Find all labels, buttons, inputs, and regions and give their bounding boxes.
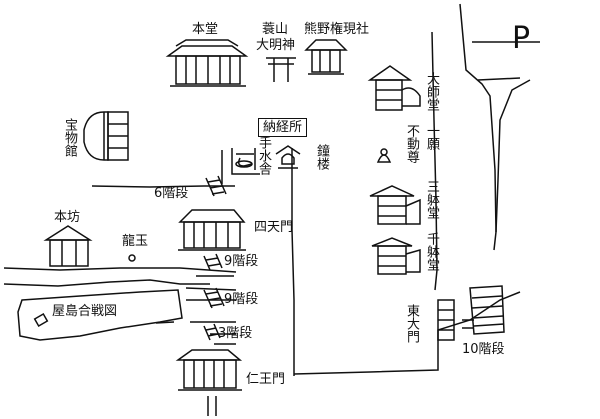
shoro-icon — [275, 145, 301, 169]
label-parking: P — [512, 21, 531, 56]
main-road-left-edge — [431, 31, 438, 291]
label-daimyojin: 大明神 — [256, 38, 296, 53]
label-sanmaido: 三躰堂 — [424, 180, 439, 219]
parking-lines — [472, 41, 540, 81]
label-shitenmon: 四天門 — [254, 220, 294, 235]
label-ichigan: 一願 — [424, 124, 439, 150]
honbo-building — [43, 225, 93, 267]
label-kumano: 熊野権現社 — [304, 22, 370, 37]
sanmaido-building — [369, 185, 421, 225]
label-ryugyoku: 龍玉 — [122, 234, 149, 249]
stairs-3 — [203, 323, 221, 341]
label-yashima: 屋島合戦図 — [52, 304, 118, 319]
higashi-daimon-building — [437, 299, 455, 341]
label-honbo: 本坊 — [54, 210, 81, 225]
dash-path-1 — [155, 321, 236, 324]
label-daishido: 大師堂 — [424, 72, 439, 111]
left-road-top — [3, 267, 237, 273]
label-step10: 10階段 — [462, 342, 505, 357]
niomon-building — [175, 349, 243, 416]
label-mozan: 蓑山 — [262, 22, 289, 37]
label-nokyosho: 納経所 — [258, 118, 308, 137]
torii-icon — [266, 57, 296, 82]
label-niomon: 仁王門 — [246, 372, 286, 387]
ryugyoku-icon — [128, 254, 136, 262]
road-lines — [3, 3, 531, 376]
stairs-6 — [205, 175, 227, 197]
shitenmon-building — [178, 209, 246, 251]
label-step6: 6階段 — [154, 186, 189, 201]
approach-right-edge — [291, 148, 295, 376]
parking-area — [472, 41, 540, 81]
yashima-marker — [33, 313, 49, 327]
kumano-shrine — [304, 39, 348, 75]
label-step9b: 9階段 — [224, 292, 259, 307]
main-road-right-edge — [459, 3, 497, 251]
yashima-area — [17, 289, 183, 341]
label-homotsukan: 宝物館 — [62, 118, 77, 157]
homotsukan-building — [83, 111, 129, 161]
parking-edge — [495, 79, 531, 233]
label-higashi-daimon: 東大門 — [404, 304, 419, 343]
temizusha-icon — [235, 153, 254, 168]
senmaido-building — [371, 237, 421, 275]
stairs-9b — [203, 287, 225, 309]
left-road-bottom — [3, 279, 210, 287]
stairs-9a — [203, 253, 223, 271]
daishido-building — [367, 65, 421, 111]
label-fudoson: 不動尊 — [404, 124, 419, 163]
label-temizusha: 手水舎 — [256, 136, 271, 175]
label-senmaido: 千躰堂 — [424, 232, 439, 271]
connector-shoro — [231, 148, 260, 175]
label-shoro: 鐘楼 — [314, 144, 329, 170]
stairs-10 — [462, 285, 505, 335]
label-step3: 3階段 — [218, 326, 253, 341]
fudoson-icon — [376, 148, 392, 163]
label-hondo: 本堂 — [192, 22, 219, 37]
hondo-building — [165, 39, 249, 87]
label-step9a: 9階段 — [224, 254, 259, 269]
